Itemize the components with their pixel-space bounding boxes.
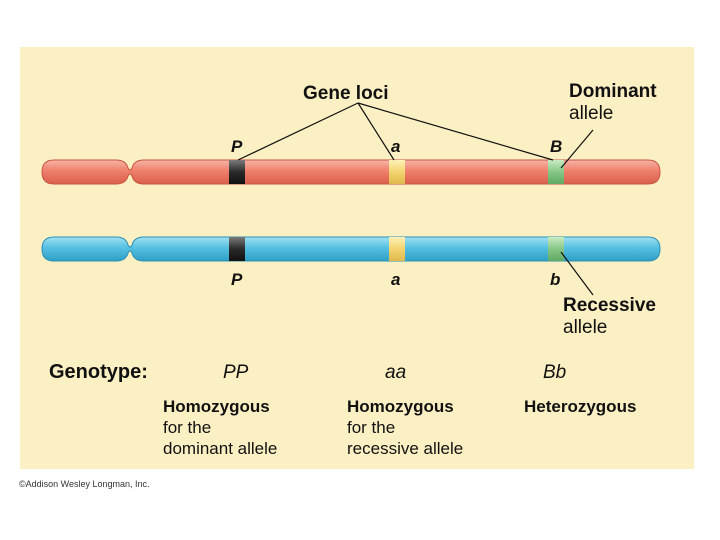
description-aa: Homozygous for the recessive allele [347,396,463,459]
locus-P-band [229,237,245,261]
description-PP-line1: for the [163,417,277,438]
locus-a-band [389,160,405,184]
bottom-locus-a-label: a [391,270,400,289]
bottom-locus-b-label: b [550,270,560,289]
locus-b-band [548,237,564,261]
gene-loci-label: Gene loci [303,83,389,104]
description-PP-line2: dominant allele [163,438,277,459]
description-PP-title: Homozygous [163,396,277,417]
dominant-allele-label-line2: allele [569,103,613,124]
top-locus-B-label: B [550,137,562,156]
gene-loci-pointers [238,103,593,295]
top-locus-a-label: a [391,137,400,156]
copyright-notice: ©Addison Wesley Longman, Inc. [19,479,150,489]
chromosome-bottom [42,237,660,261]
description-aa-line2: recessive allele [347,438,463,459]
top-locus-P-label: P [231,137,243,156]
description-PP: Homozygous for the dominant allele [163,396,277,459]
genotype-heading: Genotype: [49,361,148,383]
description-aa-title: Homozygous [347,396,463,417]
genotype-code-aa: aa [385,362,406,383]
dominant-allele-label-line1: Dominant [569,81,657,102]
locus-P-band [229,160,245,184]
locus-a-band [389,237,405,261]
genotype-code-PP: PP [223,362,249,383]
recessive-allele-label-line1: Recessive [563,295,656,316]
description-Bb: Heterozygous [524,396,636,417]
bottom-locus-P-label: P [231,270,243,289]
recessive-allele-label-line2: allele [563,317,607,338]
description-Bb-title: Heterozygous [524,396,636,417]
genotype-code-Bb: Bb [543,362,566,383]
chromosome-top [42,160,660,184]
locus-B-band [548,160,564,184]
description-aa-line1: for the [347,417,463,438]
